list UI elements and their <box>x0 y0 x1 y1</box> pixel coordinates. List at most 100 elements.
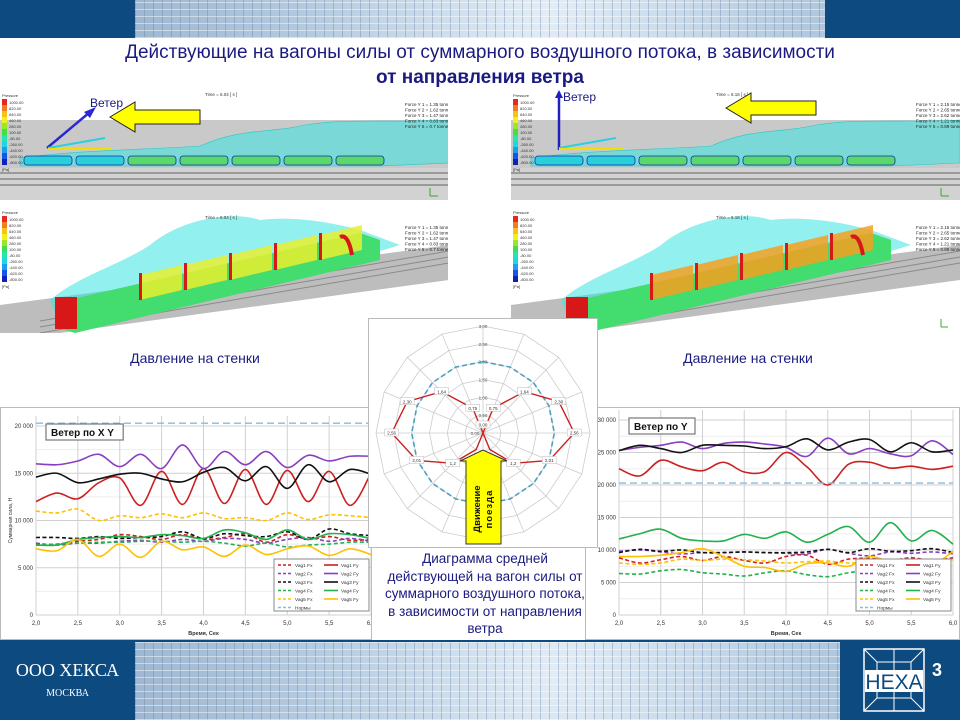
radar-series-line <box>390 390 576 464</box>
radar-spoke <box>482 357 559 434</box>
force-readout: Force Y 5 = 0.89 tonne <box>916 247 960 252</box>
wagon <box>140 265 182 300</box>
series-line-vag3-fy <box>618 438 954 454</box>
legend-label: Vag5 Fy <box>341 597 359 603</box>
force-readout: Force Y 1 = 2.15 tonne <box>916 102 960 107</box>
data-label-box <box>475 420 491 429</box>
pressure-color-swatch <box>513 234 518 240</box>
wagon <box>231 155 281 166</box>
velocity-vector <box>558 137 617 149</box>
polar-caption: Диаграмма средней действующей на вагон с… <box>385 551 585 636</box>
pressure-legend-value: -80.00 <box>9 253 21 258</box>
x-tick-label: 5,0 <box>283 621 292 627</box>
pressure-legend-value: 640.00 <box>520 112 533 117</box>
radial-tick-label: 0,50 <box>479 413 488 418</box>
data-label: 0,00 <box>479 423 488 428</box>
data-label: 2,56 <box>387 431 396 436</box>
radial-tick-label: 1,00 <box>479 395 488 400</box>
simulation-bottom-right: Pressure1000.00820.00640.00460.00280.001… <box>511 205 960 333</box>
wagon <box>335 155 385 166</box>
pressure-legend-value: 1000.00 <box>9 100 24 105</box>
y-tick-label: 5 000 <box>18 566 34 572</box>
pressure-color-swatch <box>513 135 518 141</box>
pressure-color-swatch <box>513 129 518 135</box>
pressure-color-swatch <box>2 258 7 264</box>
radar-spoke <box>482 432 583 475</box>
pressure-legend-value: 460.00 <box>520 235 533 240</box>
force-readout: Force Y 4 = 1.21 tonne <box>916 242 960 247</box>
wagon-edge <box>184 263 187 290</box>
data-label-box <box>445 459 460 467</box>
legend-label: Vag1 Fy <box>341 563 359 569</box>
top-banner-mesh-image <box>135 0 825 38</box>
legend-label: Vag5 Fx <box>295 597 313 603</box>
wagon-edge <box>740 253 743 280</box>
pressure-color-swatch <box>513 270 518 276</box>
pressure-color-swatch <box>513 111 518 117</box>
wagon <box>786 235 828 270</box>
pressure-color-swatch <box>2 216 7 222</box>
pressure-legend-value: 280.00 <box>520 124 533 129</box>
pressure-color-swatch <box>2 111 7 117</box>
data-label: 0,75 <box>489 406 498 411</box>
pressure-legend-unit: [Pa] <box>2 284 9 289</box>
data-label: 0,75 <box>468 406 477 411</box>
legend-box <box>273 558 370 612</box>
chart-title: Ветер по X Y <box>51 428 114 439</box>
pressure-color-swatch <box>513 240 518 246</box>
pressure-legend-value: -80.00 <box>9 136 21 141</box>
wagon <box>586 155 636 166</box>
y-tick-label: 25 000 <box>598 451 617 457</box>
pressure-legend-value: 640.00 <box>9 229 22 234</box>
wind-label: Ветер <box>563 90 596 104</box>
pressure-color-swatch <box>2 123 7 129</box>
pressure-legend-value: -620.00 <box>520 154 534 159</box>
center-label: 0,00 <box>471 431 480 436</box>
legend-label: Vag5 Fx <box>877 597 895 603</box>
simulation-bottom-left: Pressure1000.00820.00640.00460.00280.001… <box>0 205 448 333</box>
pressure-color-swatch <box>513 141 518 147</box>
legend-label: Vag2 Fx <box>295 572 313 578</box>
data-label-box <box>434 387 449 395</box>
force-readout: Force Y 4 = 1.21 tonne <box>916 119 960 124</box>
force-readout: Force Y 2 = 1.62 tonne <box>405 108 448 113</box>
rail <box>511 178 960 180</box>
pressure-color-swatch <box>513 99 518 105</box>
wind-direction-arrow <box>725 92 817 124</box>
pressure-legend-value: 100.00 <box>520 130 533 135</box>
pressure-legend-value: -800.00 <box>520 277 534 282</box>
pressure-color-swatch <box>2 153 7 159</box>
pressure-legend-value: -800.00 <box>520 160 534 165</box>
pressure-legend-value: -260.00 <box>520 259 534 264</box>
pressure-color-swatch <box>513 264 518 270</box>
y-axis-title: Суммарная сила, Н <box>8 497 14 543</box>
y-tick-label: 0 <box>613 613 617 619</box>
pressure-color-swatch <box>2 276 7 282</box>
pressure-color-swatch <box>513 252 518 258</box>
data-label-box <box>384 428 399 437</box>
series-line-vag2-fy <box>35 444 371 470</box>
pressure-color-swatch <box>513 276 518 282</box>
x-tick-label: 5,5 <box>325 621 334 627</box>
force-readout: Force Y 2 = 1.62 tonne <box>405 231 448 236</box>
radar-spoke <box>482 432 559 509</box>
x-axis-title: Время, Сек <box>188 631 219 637</box>
legend-box <box>855 558 952 612</box>
footer-city: МОСКВА <box>46 688 89 699</box>
x-tick-label: 2,5 <box>657 621 666 627</box>
legend-label: Vag2 Fy <box>923 572 941 578</box>
legend-label: Vag4 Fx <box>877 589 895 595</box>
data-label: 1,2 <box>450 461 457 466</box>
pressure-legend-value: 460.00 <box>520 118 533 123</box>
series-line-vag5-fy <box>35 538 371 559</box>
rail <box>0 178 448 180</box>
pressure-label-left: Давление на стенки <box>130 350 260 366</box>
pressure-legend-title: Pressure <box>513 210 530 215</box>
wagon <box>690 155 740 166</box>
radar-spoke <box>407 357 484 434</box>
pressure-color-swatch <box>2 99 7 105</box>
wagon-edge <box>274 243 277 270</box>
legend-label: Vag3 Fx <box>877 580 895 586</box>
